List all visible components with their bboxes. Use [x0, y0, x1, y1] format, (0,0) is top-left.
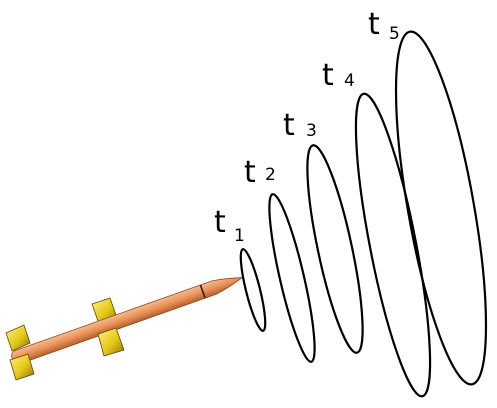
svg-text:t: t [214, 205, 226, 240]
svg-text:t: t [368, 7, 380, 42]
svg-text:t: t [283, 108, 295, 143]
wavefronts [239, 30, 488, 398]
svg-text:4: 4 [344, 71, 355, 91]
time-labels: t 1 t 2 t 3 t 4 t 5 [214, 7, 400, 246]
wavefront-ring-4 [354, 92, 432, 398]
front-fin-lower [97, 327, 125, 357]
label-t4: t 4 [322, 58, 355, 93]
wavefront-ring-5 [394, 30, 488, 386]
missile [5, 277, 244, 381]
wavefront-ring-2 [268, 193, 316, 363]
svg-text:1: 1 [234, 226, 245, 246]
label-t3: t 3 [283, 108, 317, 143]
wavefront-ring-3 [306, 144, 364, 354]
svg-text:5: 5 [389, 24, 400, 44]
nose-band [199, 284, 206, 299]
svg-text:t: t [244, 155, 256, 190]
svg-text:2: 2 [265, 165, 276, 185]
label-t2: t 2 [244, 155, 276, 190]
svg-text:t: t [322, 58, 334, 93]
label-t1: t 1 [214, 205, 245, 246]
rear-fin-upper [5, 324, 31, 352]
label-t5: t 5 [368, 7, 400, 44]
rear-fin-lower [9, 353, 35, 381]
svg-text:3: 3 [306, 121, 317, 141]
wavefront-ring-1 [239, 248, 267, 332]
missile-body [11, 277, 244, 365]
